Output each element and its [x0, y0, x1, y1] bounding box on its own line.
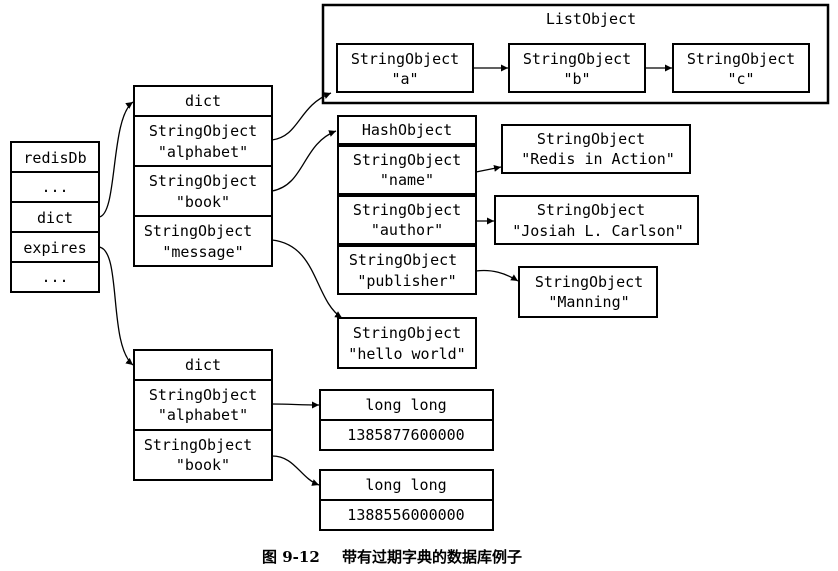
expire-value-2-number: 1388556000000 [347, 506, 464, 524]
hash-value-3-type: StringObject [535, 273, 643, 291]
hash-value-1-type: StringObject [537, 130, 645, 148]
dict-key-message-type: StringObject [144, 222, 252, 240]
caption-text: 带有过期字典的数据库例子 [342, 548, 522, 566]
list-item-b: StringObject "b" [508, 43, 646, 93]
message-value: StringObject "hello world" [337, 317, 477, 369]
list-item-a: StringObject "a" [336, 43, 474, 93]
redisdb-title: redisDb [23, 149, 86, 167]
redisdb-ellipsis-top: ... [41, 178, 68, 196]
expire-value-book: long long 1388556000000 [319, 469, 494, 531]
hash-value-2-type: StringObject [537, 201, 645, 219]
caption-figure-number: 图 9-12 [262, 548, 320, 566]
dict-key-alphabet-value: "alphabet" [158, 143, 248, 161]
message-value-text: "hello world" [348, 345, 465, 363]
list-object: ListObject StringObject "a" StringObject… [321, 3, 830, 105]
expires-key-book-value: "book" [176, 456, 230, 474]
hash-field-author-value: "author" [371, 221, 443, 239]
hash-field-author-type: StringObject [353, 201, 461, 219]
arrow-expires-book-to-value [271, 455, 320, 486]
arrow-redisdb-expires-to-expires-dict [98, 246, 134, 366]
hash-value-2-value: "Josiah L. Carlson" [512, 222, 684, 240]
hash-field-name-value: "name" [380, 171, 434, 189]
arrow-expires-alphabet-to-value [271, 401, 320, 409]
arrow-redisdb-dict-to-dict [98, 101, 134, 218]
list-item-b-type: StringObject [523, 50, 631, 68]
hash-field-publisher-type: StringObject [349, 251, 457, 269]
redisdb-expires-field: expires [23, 239, 86, 257]
connectors [98, 64, 672, 486]
hash-value-1-value: "Redis in Action" [521, 150, 675, 168]
expires-key-book-type: StringObject [144, 436, 252, 454]
hash-object: HashObject StringObject "name" StringObj… [337, 115, 477, 295]
list-item-c-value: "c" [727, 70, 754, 88]
expires-dict-table: dict StringObject "alphabet" StringObjec… [133, 349, 273, 481]
hash-object-title: HashObject [362, 121, 452, 139]
hash-field-publisher-value: "publisher" [357, 272, 456, 290]
arrow-message-to-hello-world [271, 239, 343, 319]
expire-value-1-number: 1385877600000 [347, 426, 464, 444]
hash-value-3-value: "Manning" [548, 293, 629, 311]
dict-key-message-value: "message" [162, 243, 243, 261]
list-item-c-type: StringObject [687, 50, 795, 68]
redisdb-table: redisDb ... dict expires ... [10, 141, 100, 293]
list-item-a-type: StringObject [351, 50, 459, 68]
dict-key-book-value: "book" [176, 193, 230, 211]
hash-value-josiah-carlson: StringObject "Josiah L. Carlson" [494, 195, 699, 245]
hash-value-redis-in-action: StringObject "Redis in Action" [501, 124, 691, 174]
message-value-type: StringObject [353, 324, 461, 342]
list-object-title: ListObject [546, 10, 636, 28]
expire-value-2-type: long long [365, 476, 446, 494]
arrow-book-to-hashobject [271, 130, 337, 192]
arrow-name-to-value [475, 164, 502, 173]
redisdb-dict-field: dict [37, 209, 73, 227]
expire-value-alphabet: long long 1385877600000 [319, 389, 494, 451]
list-item-c: StringObject "c" [672, 43, 810, 93]
hash-value-manning: StringObject "Manning" [518, 266, 658, 318]
dict-key-alphabet-type: StringObject [149, 122, 257, 140]
dict-table: dict StringObject "alphabet" StringObjec… [133, 85, 273, 267]
expires-dict-title: dict [185, 356, 221, 374]
arrow-publisher-to-value [475, 269, 519, 282]
expires-key-alphabet-type: StringObject [149, 386, 257, 404]
expire-value-1-type: long long [365, 396, 446, 414]
list-item-a-value: "a" [391, 70, 418, 88]
expires-key-alphabet-value: "alphabet" [158, 406, 248, 424]
figure-caption: 图 9-12 带有过期字典的数据库例子 [262, 548, 522, 566]
redisdb-ellipsis-bottom: ... [41, 268, 68, 286]
dict-title: dict [185, 92, 221, 110]
hash-field-name-type: StringObject [353, 151, 461, 169]
list-item-b-value: "b" [563, 70, 590, 88]
dict-key-book-type: StringObject [149, 172, 257, 190]
arrow-alphabet-to-listobject [271, 92, 332, 141]
